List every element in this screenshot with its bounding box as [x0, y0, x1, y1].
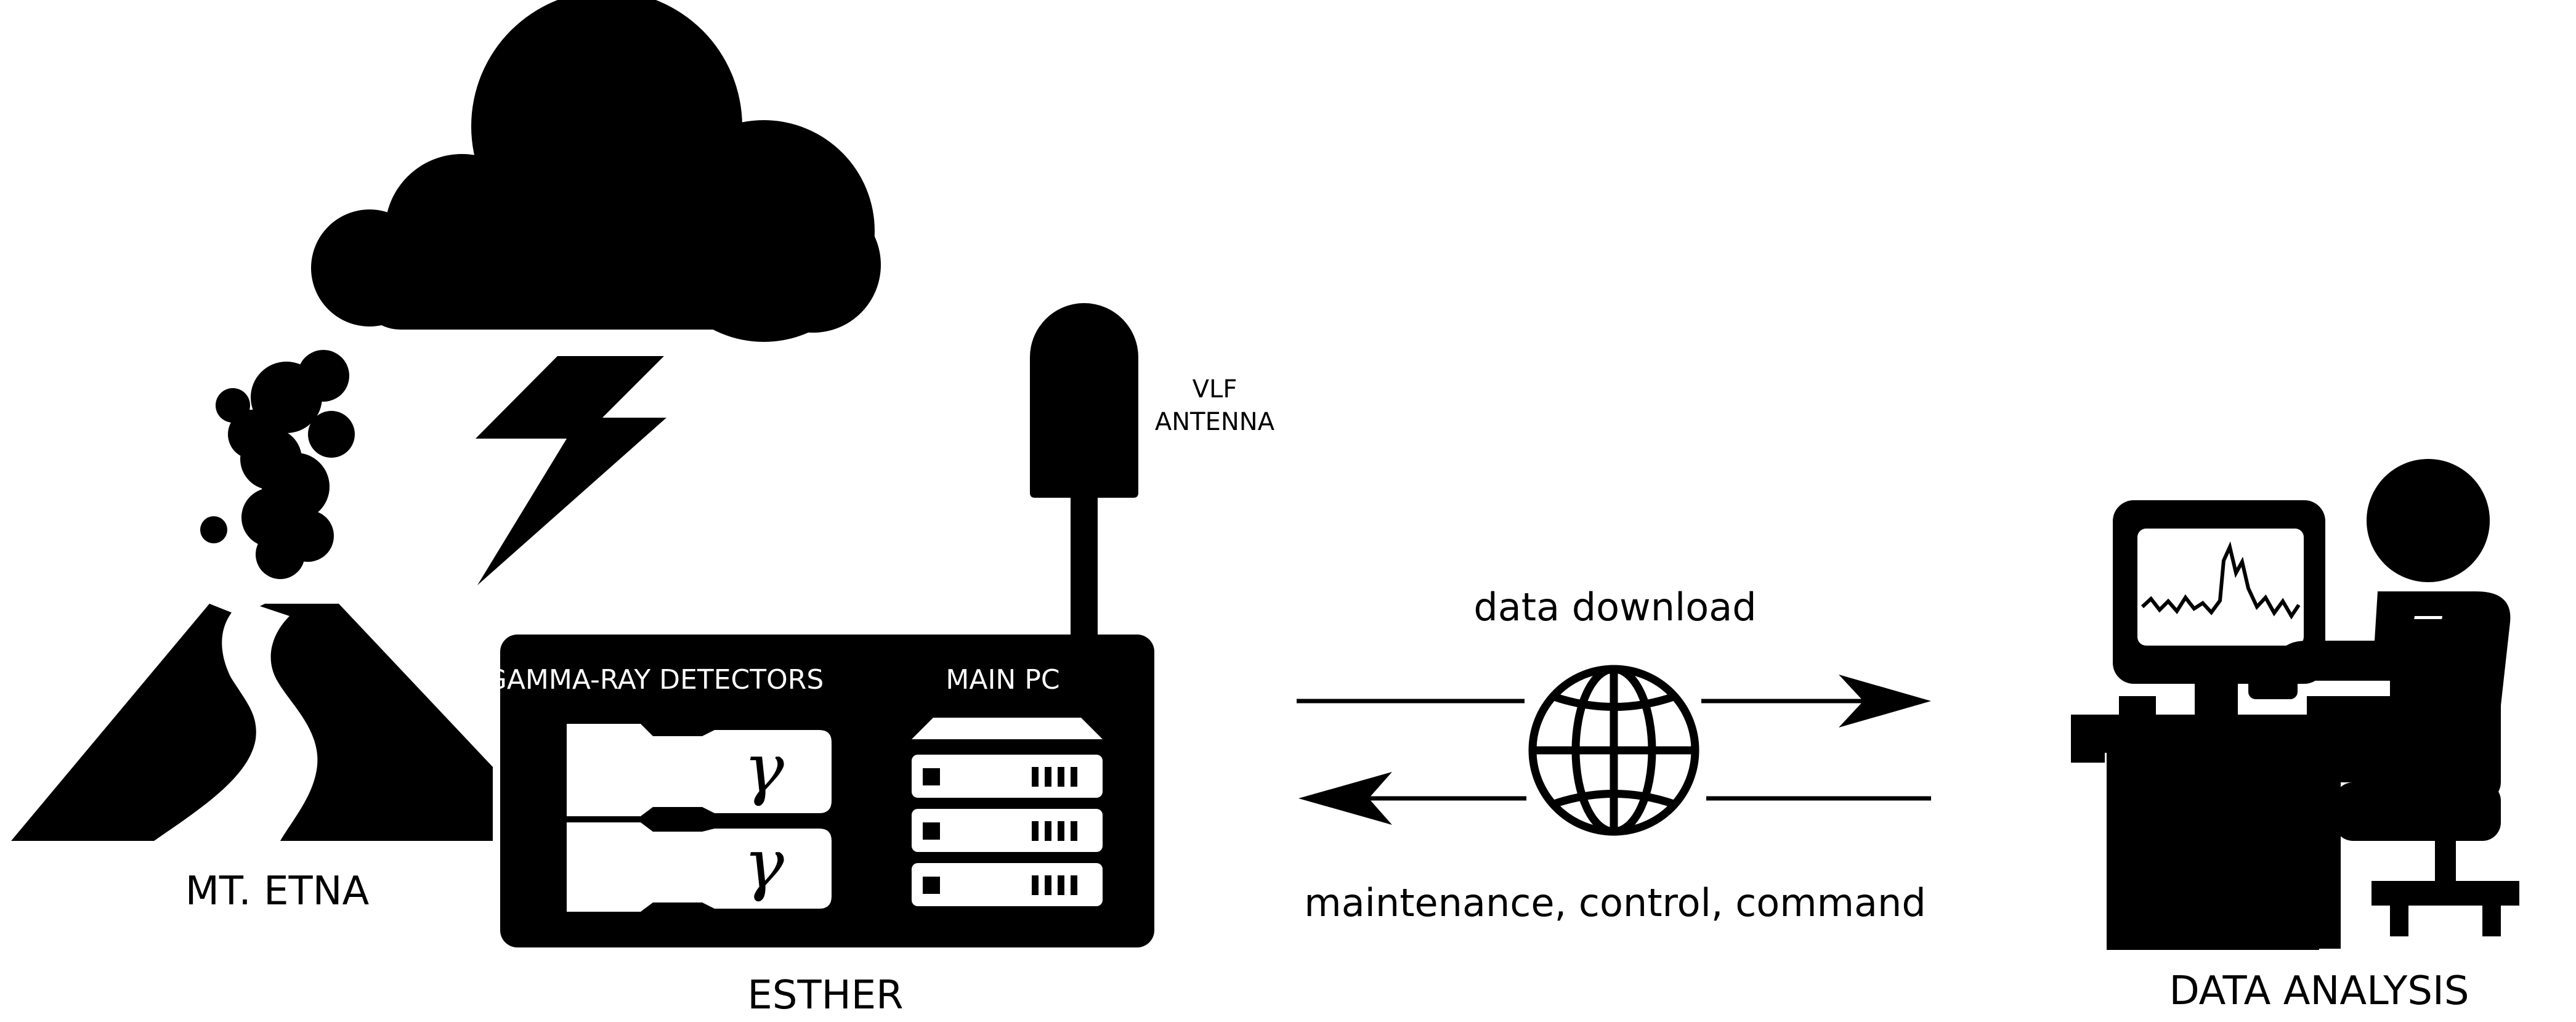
- gamma-symbol: γ: [743, 729, 784, 808]
- analysis-label: DATA ANALYSIS: [2169, 968, 2469, 1014]
- uplink-arrow: [1298, 772, 1931, 825]
- main-pc-rack: [912, 718, 1103, 906]
- volcano-label: MT. ETNA: [185, 869, 370, 914]
- lightning-bolt-icon: [476, 356, 666, 585]
- main-pc-label: MAIN PC: [946, 664, 1059, 696]
- downlink-label: data download: [1473, 585, 1756, 630]
- downlink-arrow: [1297, 675, 1931, 728]
- antenna-label-line1: VLF: [1193, 375, 1237, 404]
- uplink-label: maintenance, control, command: [1304, 880, 1926, 925]
- antenna-label-line2: ANTENNA: [1155, 408, 1275, 436]
- gamma-detector-1: γ: [567, 724, 832, 816]
- station-label: ESTHER: [747, 973, 903, 1018]
- volcano-icon: [11, 601, 493, 841]
- detectors-label: GAMMA-RAY DETECTORS: [486, 664, 824, 696]
- operator-workstation-icon: [2071, 459, 2519, 950]
- antenna-icon: [1030, 303, 1138, 641]
- gamma-symbol: γ: [743, 824, 784, 903]
- cloud-icon: [311, 0, 881, 342]
- globe-icon: [1528, 665, 1699, 836]
- gamma-detector-2: γ: [567, 822, 832, 912]
- smoke-plume-icon: [200, 350, 355, 579]
